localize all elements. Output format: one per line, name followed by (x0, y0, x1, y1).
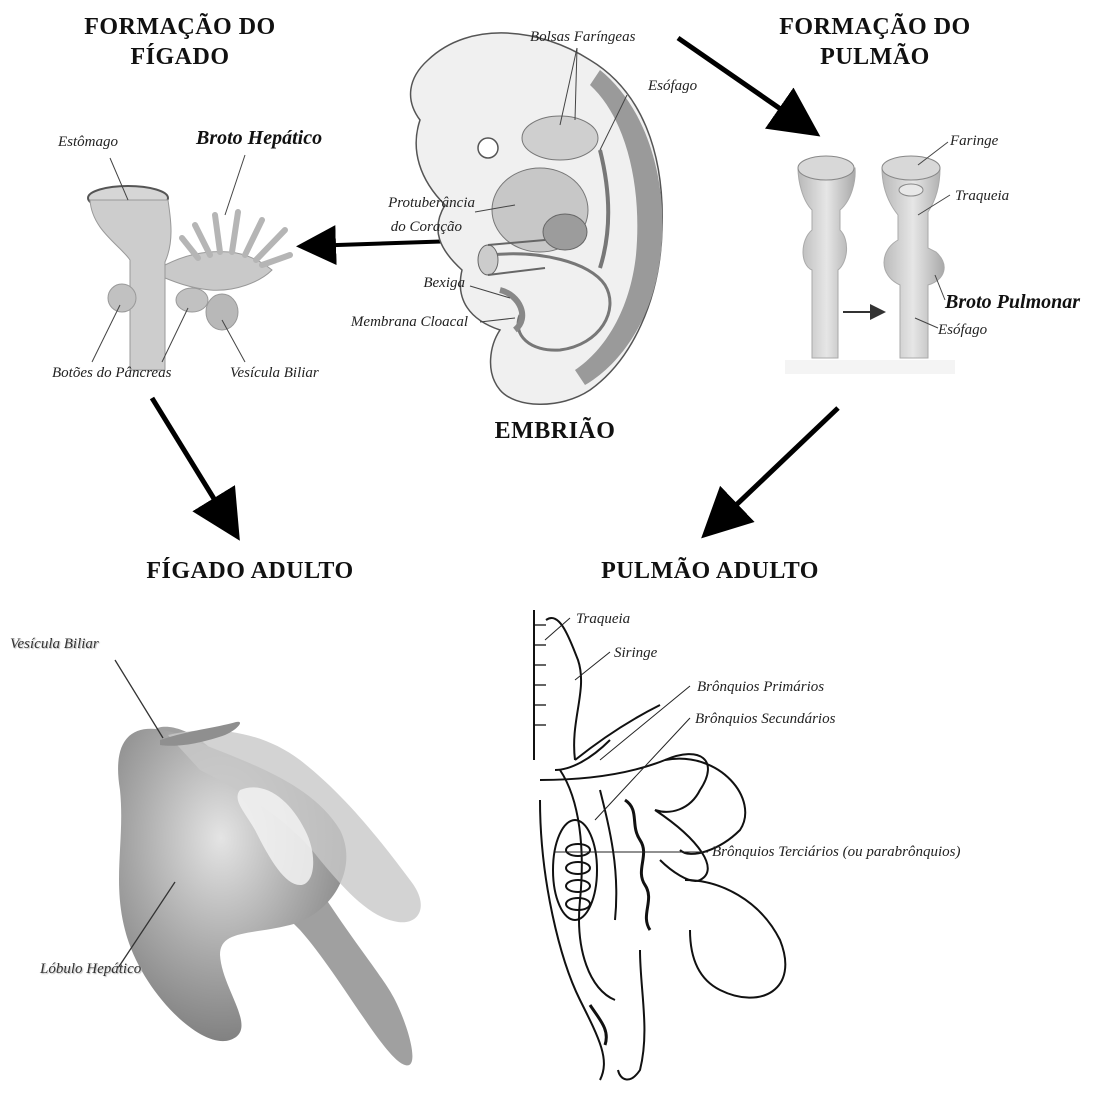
label-pharyngeal-pouches: Bolsas Faríngeas (530, 28, 635, 46)
label-gallbladder-bud: Vesícula Biliar (230, 364, 319, 382)
label-primary-bronchi: Brônquios Primários (697, 678, 824, 696)
label-tertiary-bronchi: Brônquios Terciários (ou parabrônquios) (712, 843, 961, 861)
label-heart-bulge-2: do Coração (352, 218, 462, 236)
heading-liver-formation: FORMAÇÃO DO FÍGADO (60, 12, 300, 72)
label-lung-bud: Broto Pulmonar (945, 293, 1080, 311)
arrow-to-adult-lung (712, 408, 838, 528)
label-embryo-esophagus: Esófago (648, 77, 697, 95)
label-lung-trachea: Traqueia (955, 187, 1009, 205)
label-stomach: Estômago (58, 133, 118, 151)
label-hepatic-lobe: Lóbulo Hepático (40, 960, 141, 978)
label-heart-bulge-1: Protuberância (352, 194, 475, 212)
liver-bud-illustration (88, 155, 290, 370)
label-pharynx: Faringe (950, 132, 998, 150)
label-adult-gallbladder: Vesícula Biliar (10, 635, 99, 653)
heading-adult-liver: FÍGADO ADULTO (120, 556, 380, 586)
arrow-to-adult-liver (152, 398, 232, 528)
label-lung-esophagus: Esófago (938, 321, 987, 339)
label-hepatic-bud: Broto Hepático (196, 129, 322, 147)
heading-lung-formation: FORMAÇÃO DO PULMÃO (760, 12, 990, 72)
label-cloacal-membrane: Membrana Cloacal (300, 313, 468, 331)
label-adult-trachea: Traqueia (576, 610, 630, 628)
label-pancreas-buds: Botões do Pâncreas (52, 364, 171, 382)
heading-embryo: EMBRIÃO (470, 416, 640, 446)
adult-liver-illustration (115, 660, 421, 1065)
label-bladder: Bexiga (380, 274, 465, 292)
label-syrinx: Siringe (614, 644, 657, 662)
heading-adult-lung: PULMÃO ADULTO (575, 556, 845, 586)
lung-bud-illustration (785, 142, 955, 374)
label-secondary-bronchi: Brônquios Secundários (695, 710, 835, 728)
